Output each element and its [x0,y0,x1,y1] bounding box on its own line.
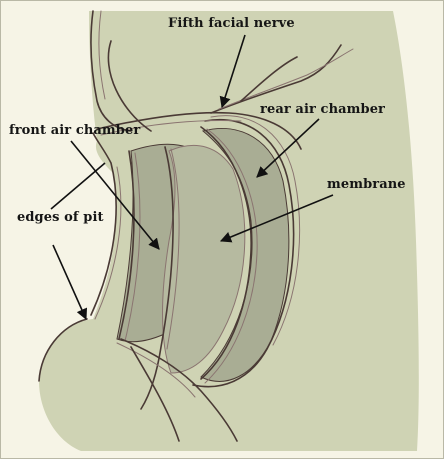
arrow-rear-air-chamber [256,118,320,178]
arrow-front-air-chamber [70,140,160,250]
arrow-membrane [219,194,334,243]
rear-air-chamber-region [200,127,290,382]
label-membrane: membrane [327,177,406,192]
sketch-outlines [38,10,354,442]
membrane-region [162,144,246,374]
arrow-fifth-facial-nerve [219,34,246,109]
pointer-arrows [50,34,334,321]
upper-skin-fold [97,113,301,153]
label-edges-of-pit: edges of pit [17,210,104,225]
arrow-edges-of-pit-upper [50,162,106,210]
arrow-edges-of-pit-lower [52,244,88,321]
label-rear-air-chamber: rear air chamber [260,102,386,117]
label-front-air-chamber: front air chamber [9,123,141,138]
label-fifth-facial-nerve: Fifth facial nerve [168,16,295,31]
